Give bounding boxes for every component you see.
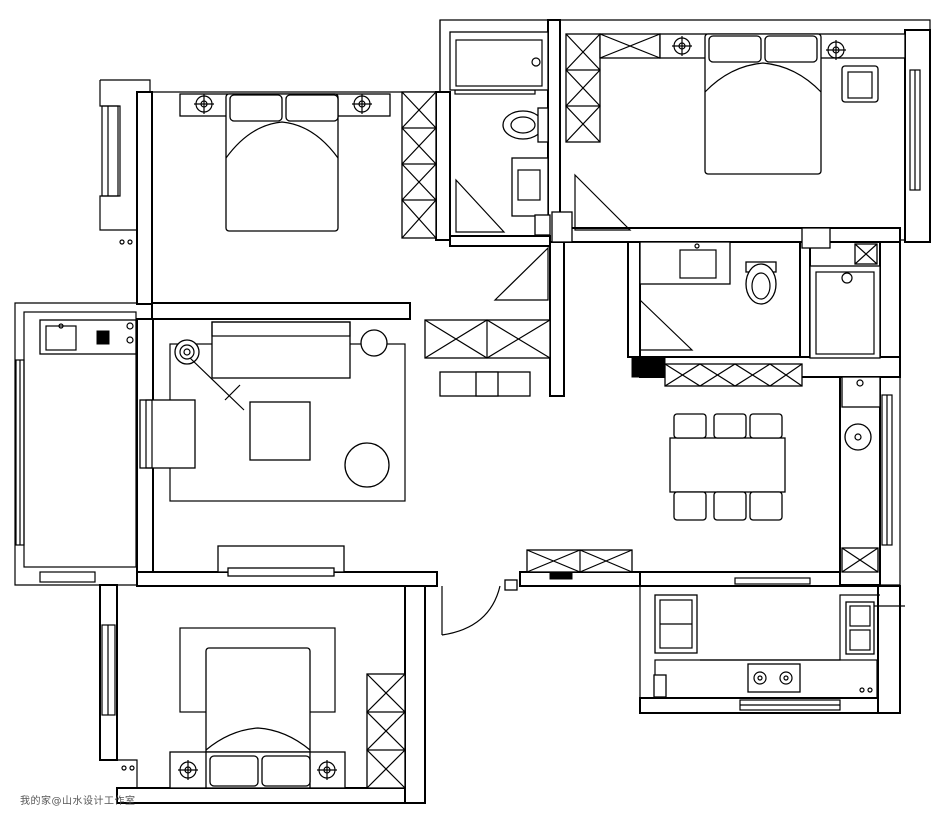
lamp-icon: [352, 94, 372, 114]
windows: [15, 69, 921, 716]
bed: [704, 33, 822, 175]
stove: [747, 663, 801, 693]
wardrobe: [401, 91, 437, 239]
bathroom-middle: [631, 241, 881, 387]
watermark: 我的家@山水设计工作室: [20, 796, 136, 807]
bedroom-top-left: [119, 91, 437, 245]
balcony-kitchen: [39, 319, 137, 355]
bed: [225, 93, 339, 232]
bedroom-top-right: [551, 33, 906, 249]
entrance-door: [441, 579, 518, 636]
lamp-icon: [672, 36, 692, 56]
lamp-icon: [194, 94, 214, 114]
chair: [841, 65, 879, 103]
chair: [673, 413, 783, 521]
toilet: [745, 261, 777, 305]
bedroom-bottom: [121, 627, 406, 789]
wardrobe: [366, 673, 406, 789]
shower: [809, 243, 881, 359]
living-room: [139, 246, 551, 577]
water-heater: [841, 376, 881, 451]
sink: [511, 157, 549, 217]
armchair: [139, 399, 196, 469]
sofa: [211, 321, 351, 379]
dining-area: [669, 376, 881, 573]
sink: [845, 601, 905, 655]
lamp-icon: [178, 760, 198, 780]
floor-lamp-icon: [174, 339, 245, 411]
bathroom-top: [449, 31, 551, 236]
lamp-icon: [826, 40, 846, 60]
lamp-icon: [317, 760, 337, 780]
entrance: [441, 549, 633, 636]
kitchen: [653, 577, 905, 699]
toilet: [502, 107, 549, 143]
